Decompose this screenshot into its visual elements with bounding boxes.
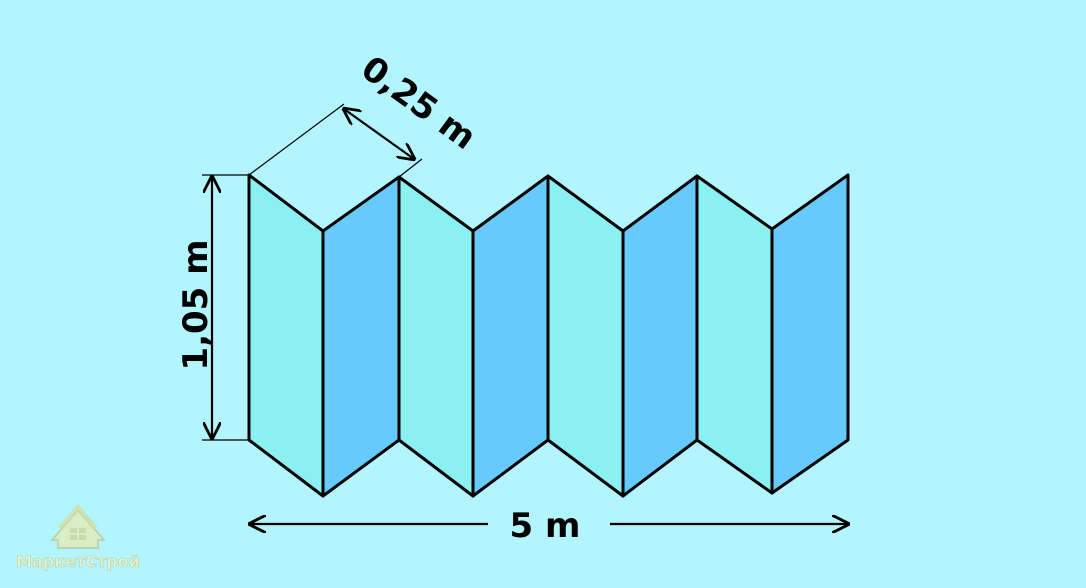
width-extension-line-right: [398, 158, 423, 178]
width-arrow: [344, 109, 414, 159]
panel-3: [397, 175, 475, 498]
panel-7: [695, 174, 774, 495]
folded-panels: [247, 173, 850, 498]
panel-1: [247, 173, 325, 498]
panel-4: [471, 174, 550, 498]
width-extension-line-left: [248, 103, 345, 176]
length-dimension: 5 m: [250, 506, 848, 546]
panel-6: [621, 174, 699, 498]
logo-text: МаркетСтрой: [16, 552, 140, 571]
width-dimension: 0,25 m: [248, 48, 484, 178]
panel-2: [321, 175, 401, 498]
width-label: 0,25 m: [354, 48, 484, 157]
height-dimension: 1,05 m: [176, 174, 249, 441]
length-label: 5 m: [510, 506, 581, 546]
house-logo-icon: [50, 503, 106, 549]
panel-5: [546, 174, 625, 498]
logo: МаркетСтрой: [16, 503, 140, 571]
height-label: 1,05 m: [176, 239, 216, 370]
panel-8: [770, 173, 850, 495]
